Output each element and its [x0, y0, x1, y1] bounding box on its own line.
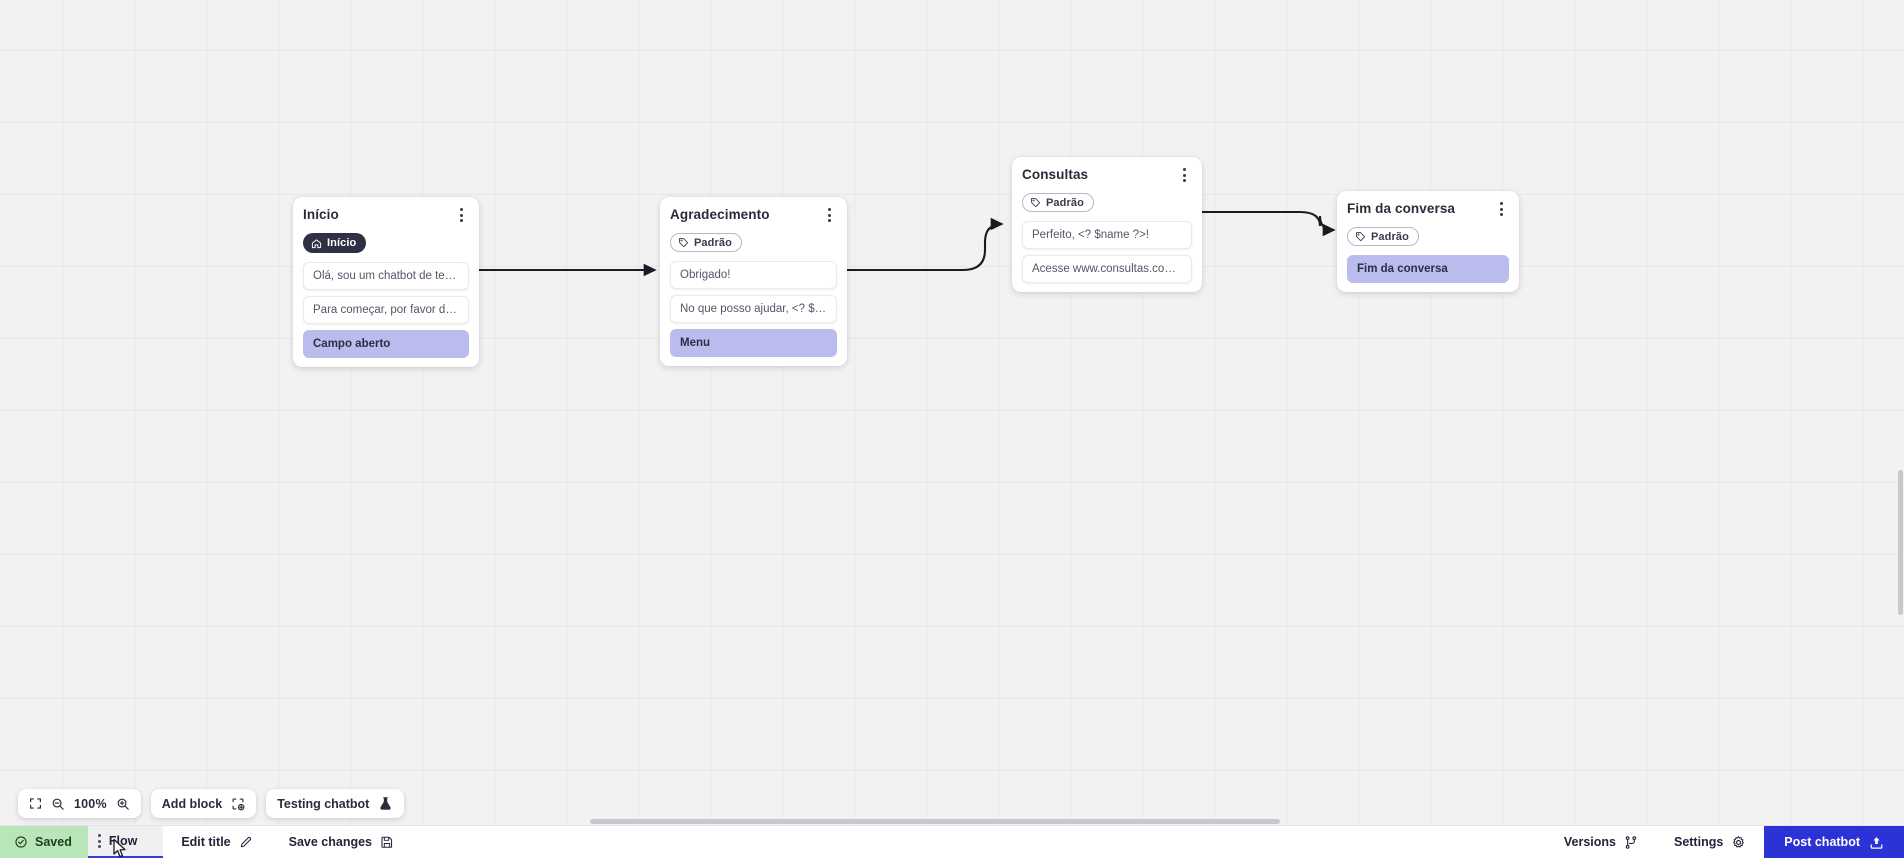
node-title: Agradecimento: [670, 207, 770, 222]
node-menu-icon[interactable]: [453, 206, 469, 224]
node-badge-row: Padrão: [670, 233, 837, 253]
node-header: Consultas: [1022, 167, 1192, 184]
tag-icon: [1031, 198, 1040, 207]
post-chatbot-button[interactable]: Post chatbot: [1764, 826, 1904, 858]
post-chatbot-label: Post chatbot: [1784, 835, 1860, 849]
tag-icon: [1356, 232, 1365, 241]
node-badge-label: Padrão: [1046, 196, 1084, 209]
status-bar-right: Versions Settings: [1546, 826, 1904, 858]
node-title: Início: [303, 207, 339, 222]
edge-agradecimento-consultas: [847, 217, 1004, 272]
add-block-icon: [231, 797, 245, 811]
save-changes-label: Save changes: [288, 835, 373, 849]
node-badge-row: Início: [303, 233, 469, 254]
add-block-label: Add block: [161, 796, 223, 811]
flow-node-inicio[interactable]: Início Início Olá, sou um chatbot de tes…: [293, 197, 479, 367]
testing-chatbot-button[interactable]: Testing chatbot: [266, 789, 405, 818]
settings-button[interactable]: Settings: [1656, 826, 1764, 858]
edit-title-label: Edit title: [181, 835, 231, 849]
home-icon: [311, 238, 322, 248]
zoom-controls: 100%: [18, 789, 141, 818]
zoom-level: 100%: [74, 796, 107, 811]
add-block-button[interactable]: Add block: [150, 789, 257, 818]
flow-canvas[interactable]: Início Início Olá, sou um chatbot de tes…: [0, 0, 1904, 825]
status-bar: Saved Flow Edit title Save changes: [0, 825, 1904, 858]
saved-label: Saved: [35, 835, 72, 849]
node-title: Fim da conversa: [1347, 201, 1456, 216]
canvas-toolbar: 100% Add block Testing chatbot: [18, 789, 405, 818]
fit-screen-icon[interactable]: [29, 797, 42, 810]
flow-node-agradecimento[interactable]: Agradecimento Padrão Obrigado! No que po…: [660, 197, 847, 366]
node-menu-icon[interactable]: [1176, 166, 1192, 184]
versions-label: Versions: [1563, 835, 1616, 849]
zoom-in-icon[interactable]: [116, 797, 130, 811]
node-row[interactable]: Fim da conversa: [1347, 255, 1509, 283]
versions-button[interactable]: Versions: [1546, 826, 1656, 858]
node-badge-default: Padrão: [670, 233, 742, 252]
node-badge-default: Padrão: [1022, 193, 1094, 212]
floppy-disk-icon: [380, 835, 394, 849]
save-changes-button[interactable]: Save changes: [271, 826, 412, 858]
node-badge-default: Padrão: [1347, 227, 1419, 246]
node-header: Agradecimento: [670, 207, 837, 224]
flow-node-fim-da-conversa[interactable]: Fim da conversa Padrão Fim da conversa: [1337, 191, 1519, 292]
node-menu-icon[interactable]: [821, 206, 837, 224]
edit-title-button[interactable]: Edit title: [163, 826, 270, 858]
node-row[interactable]: Menu: [670, 329, 837, 357]
node-row[interactable]: Acesse www.consultas.com par...: [1022, 255, 1192, 283]
vertical-scrollbar[interactable]: [1897, 0, 1904, 825]
settings-label: Settings: [1673, 835, 1724, 849]
node-badge-label: Padrão: [1371, 230, 1409, 243]
drag-handle-icon[interactable]: [97, 834, 101, 848]
node-row[interactable]: Olá, sou um chatbot de teste!: [303, 261, 469, 290]
node-header: Início: [303, 207, 469, 224]
node-badge-label: Início: [327, 237, 357, 249]
pencil-icon: [239, 835, 253, 849]
node-badge-row: Padrão: [1022, 193, 1192, 213]
edge-consultas-fim: [1202, 210, 1336, 237]
tag-icon: [679, 238, 688, 247]
node-badge-start: Início: [303, 233, 367, 253]
node-row[interactable]: Perfeito, <? $name ?>!: [1022, 221, 1192, 249]
scrollbar-thumb[interactable]: [1898, 470, 1903, 615]
zoom-out-icon[interactable]: [51, 797, 65, 811]
scrollbar-thumb[interactable]: [590, 819, 1280, 824]
tab-flow-label: Flow: [108, 834, 138, 848]
node-badge-label: Padrão: [694, 236, 732, 249]
flask-icon: [378, 796, 393, 811]
branch-icon: [1624, 835, 1638, 850]
node-header: Fim da conversa: [1347, 201, 1509, 218]
node-row[interactable]: Para começar, por favor digite o ...: [303, 295, 469, 324]
horizontal-scrollbar[interactable]: [0, 818, 1904, 825]
node-title: Consultas: [1022, 167, 1089, 182]
testing-chatbot-label: Testing chatbot: [277, 796, 370, 811]
gear-icon: [1731, 835, 1746, 850]
node-row[interactable]: Obrigado!: [670, 261, 837, 289]
node-badge-row: Padrão: [1347, 227, 1509, 247]
flow-edges: [478, 210, 1336, 277]
saved-status-badge: Saved: [0, 826, 88, 858]
tab-flow[interactable]: Flow: [87, 826, 164, 858]
node-row[interactable]: Campo aberto: [303, 329, 469, 358]
node-row[interactable]: No que posso ajudar, <? $name ...: [670, 295, 837, 323]
check-circle-icon: [14, 835, 28, 849]
upload-icon: [1869, 835, 1884, 850]
flow-node-consultas[interactable]: Consultas Padrão Perfeito, <? $name ?>! …: [1012, 157, 1202, 292]
node-menu-icon[interactable]: [1493, 200, 1509, 218]
